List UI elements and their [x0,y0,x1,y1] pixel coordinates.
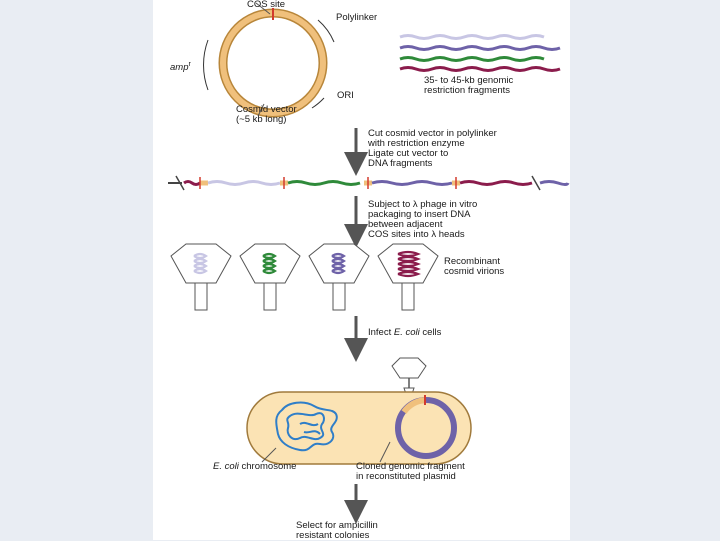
fragments-label-line1: 35- to 45-kb genomic [424,75,514,86]
ampr-bracket [203,39,209,91]
fragment-purple [399,45,561,51]
vector-label-line1: Cosmid vector [236,104,297,115]
step1-line2: with restriction enzyme [368,138,465,149]
polylinker-bracket [317,19,335,43]
fragments-label-line2: restriction fragments [424,85,511,96]
step4-line1: Select for ampicillin [296,520,378,531]
step3-prefix: Infect [368,327,394,338]
step2-line2: packaging to insert DNA [368,209,471,220]
virions-label-line1: Recombinant [444,256,500,267]
ampr-text: amp [170,62,189,74]
concat-seg-light [207,180,281,186]
ampr-label: ampr [170,60,191,73]
cos-site-label: COS site [247,0,286,10]
concat-seg-purple [371,180,453,186]
concat-seg-maroon-left [183,180,201,186]
plasmid-label-line1: Cloned genomic fragment [356,461,465,472]
ligated-concatemer [168,175,570,191]
step2-line1: Subject to λ phage in vitro [368,199,478,210]
virions-label-line2: cosmid virions [444,266,505,277]
ecoli-chromosome [275,401,338,452]
cosmid-ring [220,10,326,116]
chromosome-label: E. coli chromosome [213,462,296,472]
vector-label-line2: (~5 kb long) [236,114,287,125]
cell-body [246,391,472,465]
chromosome-italic: E. coli [213,461,239,472]
concat-seg-maroon-right [459,180,533,186]
ori-bracket [311,97,325,109]
step1-line3: Ligate cut vector to [368,148,449,159]
cos-site-pointer [255,2,271,15]
virion-1 [170,243,232,311]
step1-line1: Cut cosmid vector in polylinker [368,128,497,139]
fragment-light [399,34,545,40]
vector-pointer [257,103,265,117]
virion-3 [308,243,370,311]
fragment-green [399,56,545,62]
step3-italic: E. coli [393,327,420,338]
plasmid-pointer [379,441,391,463]
cosmid-vector [203,2,335,118]
step1-line4: DNA fragments [368,158,433,169]
chromosome-suffix: chromosome [238,461,297,472]
fragment-maroon [399,66,561,72]
virion-2 [239,243,301,311]
plasmid-label-line2: in reconstituted plasmid [356,471,456,482]
ori-label: ORI [337,90,354,101]
step2-line3: between adjacent [368,219,443,230]
genomic-fragments [399,34,561,72]
step4-line2: resistant colonies [296,530,370,541]
step2-line4: COS sites into λ heads [368,229,465,240]
virion-4 [377,243,439,311]
concat-seg-green [287,180,361,186]
left-margin [0,0,153,540]
right-margin [570,0,720,540]
step3-label: Infect E. coli cells [368,328,441,338]
chromosome-pointer [261,447,277,463]
step3-suffix: cells [419,327,442,338]
polylinker-label: Polylinker [336,12,378,23]
concat-vector-1 [200,180,208,186]
ampr-superscript: r [188,61,191,68]
ecoli-cell [246,391,472,465]
recombinant-virions [170,243,439,311]
